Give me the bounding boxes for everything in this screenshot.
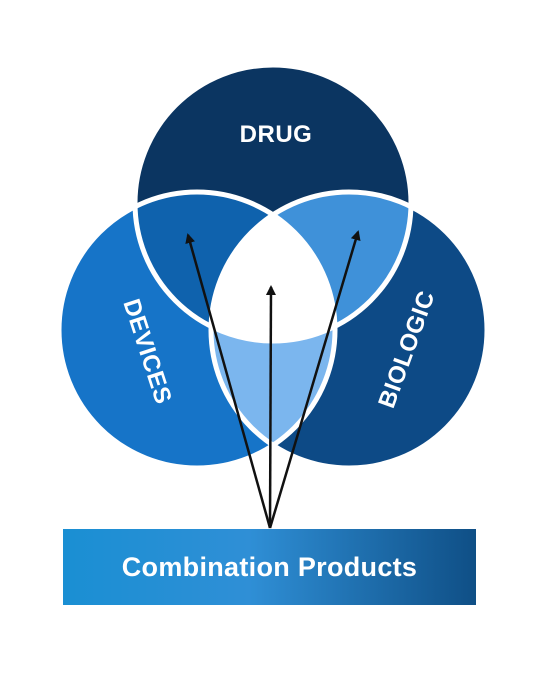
center-overlap <box>211 192 335 341</box>
drug-label: DRUG <box>240 121 313 148</box>
biologic-outline <box>208 189 490 471</box>
drug-outline <box>132 62 414 344</box>
devices-outline <box>56 189 338 471</box>
arrow-to-drug-biologic <box>268 230 361 529</box>
banner-label: Combination Products <box>121 551 418 582</box>
arrow-to-center <box>265 285 276 529</box>
combination-products-banner: Combination Products <box>63 529 476 605</box>
arrow-to-drug-devices <box>185 233 272 529</box>
